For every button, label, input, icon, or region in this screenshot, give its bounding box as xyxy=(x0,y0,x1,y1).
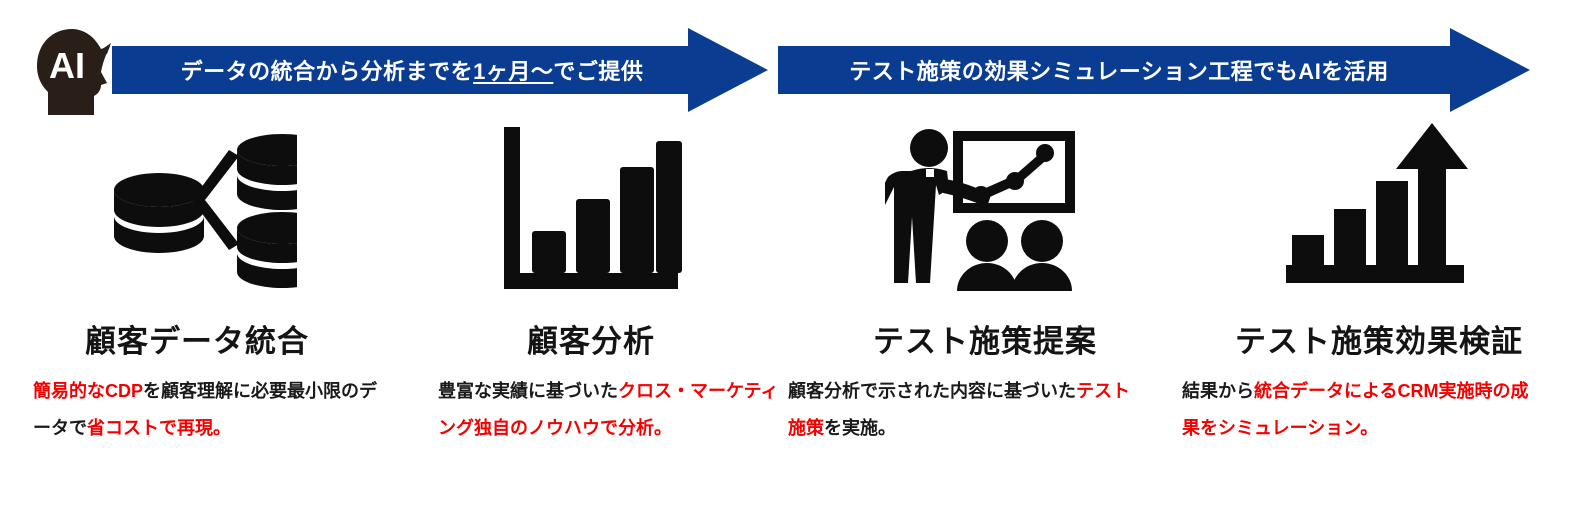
feature-column-1-body: 簡易的なCDPを顧客理解に必要最小限のデータで省コストで再現。 xyxy=(33,373,391,447)
feature-column-4: テスト施策効果検証 結果から統合データによるCRM実施時の成果をシミュレーション… xyxy=(1182,118,1576,511)
body-text-segment-2: テスト施策 xyxy=(788,381,1130,438)
feature-column-3-body: 顧客分析で示された内容に基づいたテスト施策を実施。 xyxy=(788,373,1146,447)
body-text-segment-2: クロス・マーケティング独自のノウハウで分析。 xyxy=(438,381,779,438)
body-text-segment-1: 顧客分析で示された内容に基づいた xyxy=(788,381,1076,401)
feature-column-3: テスト施策提案 顧客分析で示された内容に基づいたテスト施策を実施。 xyxy=(788,118,1182,511)
svg-text:AI: AI xyxy=(49,45,85,86)
growth-arrow-chart-icon xyxy=(1182,118,1576,313)
body-text-segment-3: 省コストで再現。 xyxy=(87,417,231,438)
feature-column-4-title: テスト施策効果検証 xyxy=(1235,324,1523,359)
feature-column-3-title: テスト施策提案 xyxy=(873,324,1097,359)
body-text-segment-2: 統合データによるCRM実施時の成果をシミュレーション。 xyxy=(1182,381,1529,438)
feature-column-2: 顧客分析 豊富な実績に基づいたクロス・マーケティング独自のノウハウで分析。 xyxy=(394,118,788,511)
bar-chart-icon xyxy=(394,118,788,313)
presentation-icon xyxy=(788,118,1182,313)
banner-arrow-2: テスト施策の効果シミュレーション工程でもAIを活用 xyxy=(778,28,1530,112)
arrow-shape-icon xyxy=(778,28,1530,112)
feature-column-1: 顧客データ統合 簡易的なCDPを顧客理解に必要最小限のデータで省コストで再現。 xyxy=(0,118,394,511)
feature-column-2-title: 顧客分析 xyxy=(527,324,655,359)
feature-columns: 顧客データ統合 簡易的なCDPを顧客理解に必要最小限のデータで省コストで再現。 xyxy=(0,118,1576,511)
body-text-segment-1: 簡易的なCDP xyxy=(33,381,144,401)
ai-head-icon: AI xyxy=(32,26,116,118)
feature-column-4-body: 結果から統合データによるCRM実施時の成果をシミュレーション。 xyxy=(1182,373,1540,447)
feature-column-1-title: 顧客データ統合 xyxy=(85,324,309,359)
body-text-segment-1: 豊富な実績に基づいた xyxy=(438,381,618,401)
body-text-segment-1: 結果から xyxy=(1182,381,1254,401)
body-text-segment-3: を実施。 xyxy=(824,417,896,438)
feature-column-2-body: 豊富な実績に基づいたクロス・マーケティング独自のノウハウで分析。 xyxy=(438,373,796,447)
database-merge-icon xyxy=(0,118,394,313)
body-text-segment-2: を顧客理解に必要最小限のデータで xyxy=(33,381,378,438)
arrow-shape-icon xyxy=(112,28,768,112)
